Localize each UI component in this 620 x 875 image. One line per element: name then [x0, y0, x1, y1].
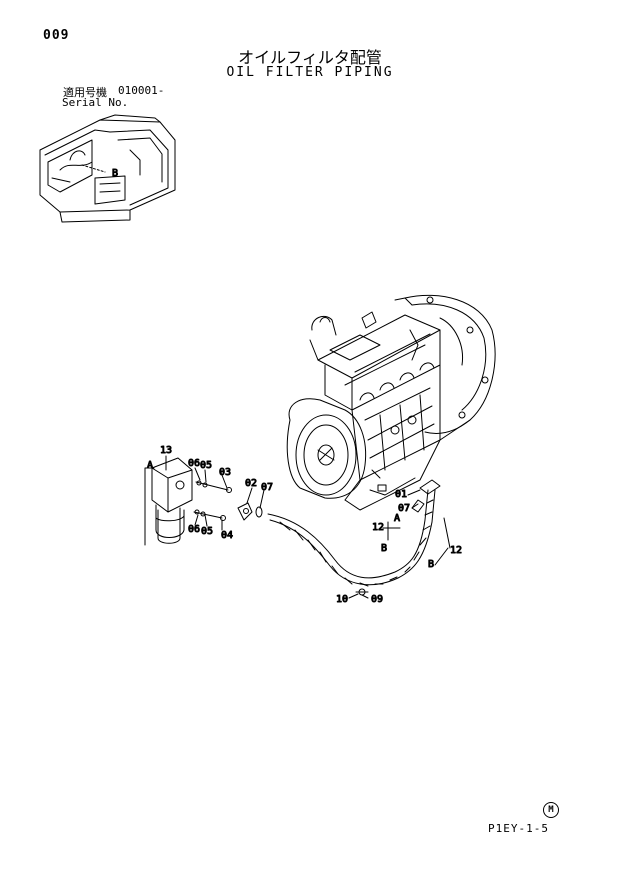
callout-07-right: 07	[398, 503, 410, 514]
title-japanese: オイルフィルタ配管	[238, 48, 382, 67]
elbow-fitting	[237, 502, 263, 521]
callout-10: 10	[336, 594, 348, 605]
oil-hoses	[267, 479, 441, 596]
applicable-label-japanese: 適用号機	[63, 86, 107, 99]
callout-06-upper: 06	[188, 458, 200, 469]
inset-label: B	[112, 168, 118, 179]
leader-lines	[144, 455, 451, 599]
callout-06-lower: 06	[188, 524, 200, 535]
callout-b-right: B	[428, 559, 434, 570]
callout-12-lower: 12	[450, 545, 462, 556]
callout-labels: 13 A 06 05 03 02 07 06 05 04 01 07 12 A …	[147, 445, 463, 606]
callout-02: 02	[245, 478, 257, 489]
callout-12-upper: 12	[372, 522, 384, 533]
callout-a-left: A	[147, 460, 153, 471]
serial-label-english: Serial No.	[62, 96, 129, 109]
engine-illustration	[286, 294, 496, 511]
page-number: 009	[43, 28, 70, 43]
title-english: OIL FILTER PIPING	[226, 65, 394, 80]
callout-05-lower: 05	[201, 526, 213, 537]
oil-filter-assembly	[151, 457, 193, 544]
callout-09: 09	[371, 594, 383, 605]
callout-04: 04	[221, 530, 233, 541]
serial-range: 010001-	[118, 84, 165, 97]
callout-05-upper: 05	[200, 460, 212, 471]
filter-mounting-bolts	[193, 480, 232, 521]
machine-inset-illustration	[39, 114, 176, 223]
footer-code: P1EY-1-5	[488, 822, 549, 835]
callout-07-left: 07	[261, 482, 273, 493]
callout-13: 13	[160, 445, 172, 456]
callout-01: 01	[395, 489, 407, 500]
callout-a-right: A	[394, 513, 400, 524]
m-mark-symbol: M	[543, 802, 559, 818]
callout-b-left: B	[381, 543, 387, 554]
callout-03: 03	[219, 467, 231, 478]
